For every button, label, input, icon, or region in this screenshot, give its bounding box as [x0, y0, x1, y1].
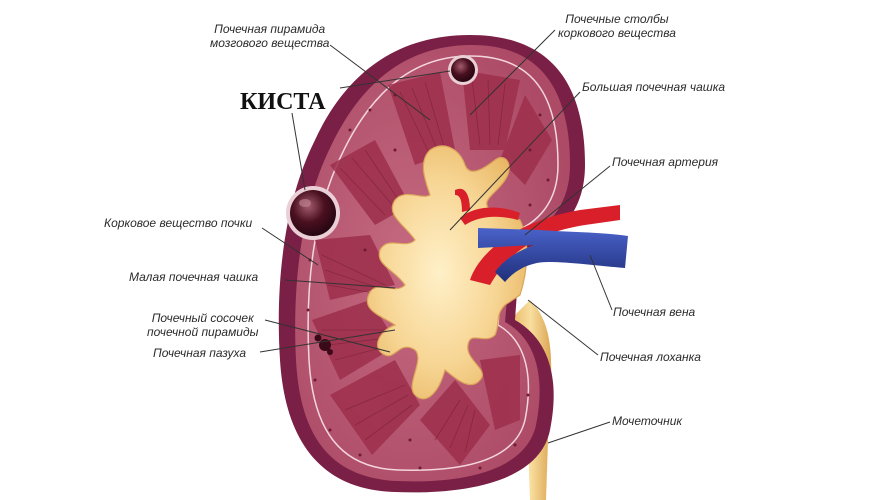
label-columns-line1: Почечные столбы	[565, 12, 669, 26]
label-major-calyx: Большая почечная чашка	[582, 80, 726, 94]
artery-branch-upper	[460, 207, 520, 225]
label-pelvis: Почечная лоханка	[600, 350, 701, 364]
label-cortex: Корковое вещество почки	[104, 216, 253, 230]
label-columns-line2: коркового вещества	[558, 26, 676, 40]
label-columns: Почечные столбы коркового вещества	[558, 12, 676, 40]
label-vein: Почечная вена	[613, 305, 696, 319]
renal-artery	[470, 205, 620, 285]
label-artery: Почечная артерия	[612, 155, 719, 169]
leader-lines	[259, 29, 613, 444]
cyst-small	[448, 55, 478, 85]
pyramid-striations	[321, 77, 506, 453]
label-ureter: Мочеточник	[612, 414, 683, 428]
renal-vein	[478, 228, 628, 282]
label-sinus: Почечная пазуха	[153, 346, 247, 360]
label-pyramid-line1: Почечная пирамида	[214, 22, 326, 36]
label-pyramid-line2: мозгового вещества	[210, 36, 330, 50]
label-papilla-line1: Почечный сосочек	[151, 311, 254, 325]
label-minor-calyx: Малая почечная чашка	[129, 270, 259, 284]
artery-branch-top	[455, 188, 470, 212]
cyst-title: КИСТА	[240, 89, 326, 115]
label-papilla: Почечный сосочек почечной пирамиды	[147, 311, 258, 339]
label-pyramid: Почечная пирамида мозгового вещества	[210, 22, 329, 50]
label-papilla-line2: почечной пирамиды	[147, 325, 259, 339]
cyst-large	[286, 186, 340, 240]
